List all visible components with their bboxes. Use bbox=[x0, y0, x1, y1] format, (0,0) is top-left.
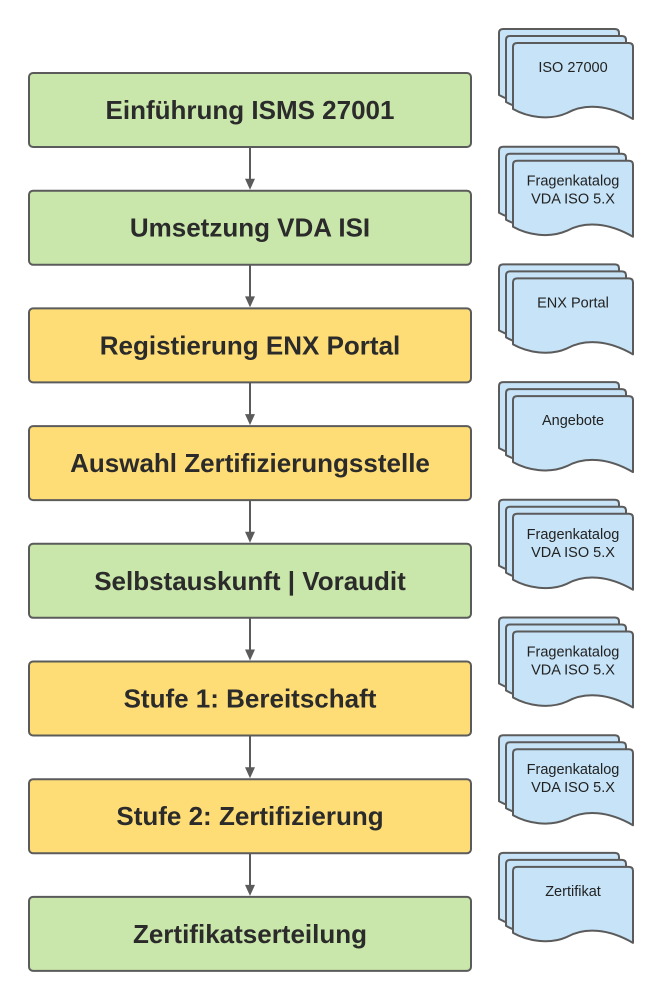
step-box: Umsetzung VDA ISI bbox=[28, 189, 472, 266]
arrow-head-icon bbox=[245, 414, 255, 426]
document-page-icon bbox=[512, 630, 634, 709]
arrow-head-icon bbox=[245, 178, 255, 190]
document-page-icon bbox=[512, 277, 634, 356]
document-label: VDA ISO 5.X bbox=[531, 545, 615, 561]
arrow-head-icon bbox=[245, 531, 255, 543]
document-page-icon bbox=[512, 512, 634, 591]
document-label: ENX Portal bbox=[537, 295, 609, 311]
step-box: Registierung ENX Portal bbox=[28, 307, 472, 384]
step-box-shape bbox=[28, 542, 472, 619]
document-page-icon bbox=[512, 865, 634, 944]
connector-arrow bbox=[245, 735, 255, 779]
step-label: Umsetzung VDA ISI bbox=[130, 213, 370, 243]
step-box-shape bbox=[28, 307, 472, 384]
step-label: Zertifikatserteilung bbox=[133, 919, 367, 949]
document-page-icon bbox=[512, 42, 634, 120]
step-box-shape bbox=[28, 778, 472, 855]
document-label: Angebote bbox=[542, 413, 604, 429]
document-page-icon bbox=[512, 159, 634, 238]
step-box: Stufe 1: Bereitschaft bbox=[28, 660, 472, 737]
connector-arrow bbox=[245, 147, 255, 190]
document-label: VDA ISO 5.X bbox=[531, 780, 615, 796]
document-label: Zertifikat bbox=[545, 884, 601, 900]
step-box-shape bbox=[28, 425, 472, 502]
step-box: Auswahl Zertifizierungsstelle bbox=[28, 425, 472, 502]
document-label: Fragenkatalog bbox=[527, 645, 620, 661]
arrow-head-icon bbox=[245, 649, 255, 661]
document-stack: ENX Portal bbox=[498, 263, 634, 356]
connector-arrow bbox=[245, 264, 255, 308]
document-page-icon bbox=[512, 748, 634, 827]
document-stack: Angebote bbox=[498, 381, 634, 474]
arrow-head-icon bbox=[245, 884, 255, 896]
step-label: Stufe 1: Bereitschaft bbox=[124, 684, 377, 714]
connector-arrow bbox=[245, 500, 255, 543]
step-label: Einführung ISMS 27001 bbox=[106, 95, 395, 125]
step-label: Selbstauskunft | Voraudit bbox=[94, 566, 406, 596]
step-box-shape bbox=[28, 895, 472, 972]
document-label: ISO 27000 bbox=[538, 60, 607, 76]
step-box: Zertifikatserteilung bbox=[28, 895, 472, 972]
document-label: Fragenkatalog bbox=[527, 527, 620, 543]
step-box-shape bbox=[28, 189, 472, 266]
step-box: Einführung ISMS 27001 bbox=[28, 72, 472, 148]
document-label: VDA ISO 5.X bbox=[531, 192, 615, 208]
arrow-head-icon bbox=[245, 767, 255, 779]
step-label: Stufe 2: Zertifizierung bbox=[116, 801, 383, 831]
step-box-shape bbox=[28, 660, 472, 737]
document-page-icon bbox=[512, 395, 634, 474]
connectors bbox=[245, 147, 255, 896]
connector-arrow bbox=[245, 617, 255, 661]
step-label: Registierung ENX Portal bbox=[100, 330, 401, 360]
document-label: Fragenkatalog bbox=[527, 174, 620, 190]
step-box: Stufe 2: Zertifizierung bbox=[28, 778, 472, 855]
connector-arrow bbox=[245, 382, 255, 426]
arrow-head-icon bbox=[245, 296, 255, 308]
step-box: Selbstauskunft | Voraudit bbox=[28, 542, 472, 619]
document-label: VDA ISO 5.X bbox=[531, 663, 615, 679]
connector-arrow bbox=[245, 853, 255, 896]
step-box-shape bbox=[28, 72, 472, 148]
document-stack: Zertifikat bbox=[498, 851, 634, 944]
document-label: Fragenkatalog bbox=[527, 762, 620, 778]
step-label: Auswahl Zertifizierungsstelle bbox=[70, 448, 430, 478]
document-stack: ISO 27000 bbox=[498, 28, 634, 120]
